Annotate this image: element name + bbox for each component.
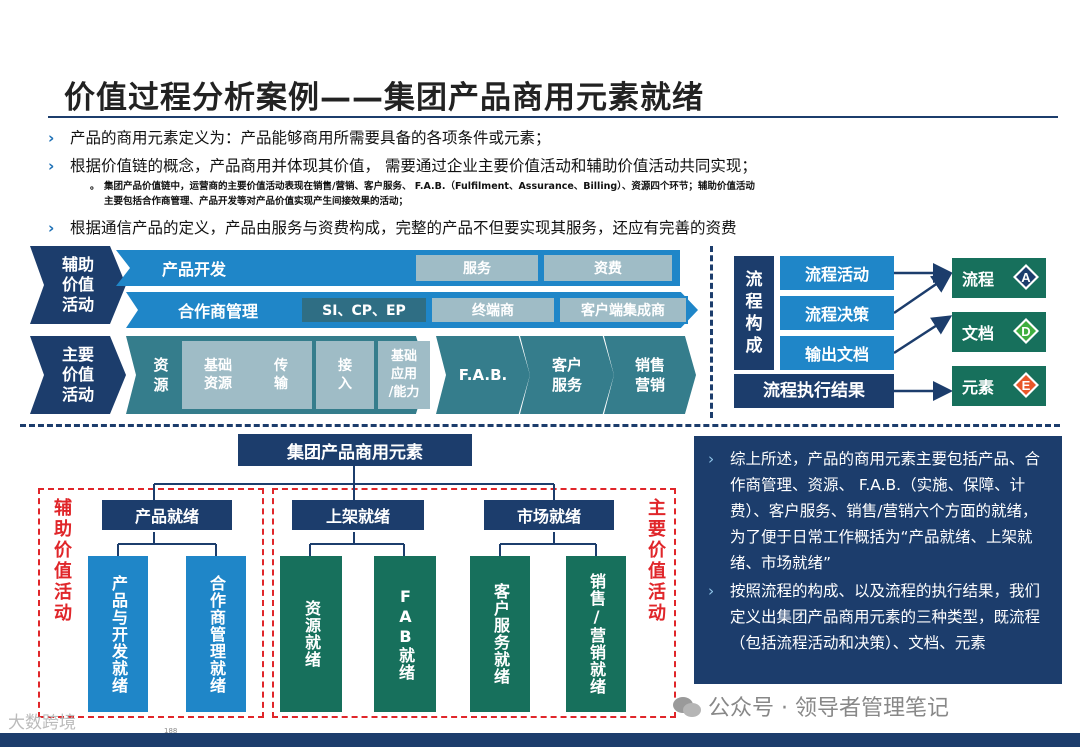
inner-access: 接 入 — [316, 341, 374, 409]
group-product-ready: 产品就绪 — [102, 500, 232, 530]
process-activity: 流程活动 — [780, 256, 894, 290]
col-customer-service-ready: 客户服务就绪 — [470, 556, 530, 712]
tree-connectors — [117, 464, 597, 556]
bullet-2: ›根据价值链的概念，产品商用并体现其价值， 需要通过企业主要价值活动和辅助价值活… — [48, 157, 757, 175]
resource-label: 资 源 — [153, 356, 169, 394]
main-activity-label: 主要 价值 活动 — [61, 345, 94, 404]
watermark-text: 公众号 · 领导者管理笔记 — [708, 696, 949, 721]
output-element: 元素 E — [952, 366, 1046, 406]
main-activity-frame — [272, 488, 676, 718]
col-product-dev-ready: 产品与开发就绪 — [88, 556, 148, 712]
aux-activity-label: 辅助 价值 活动 — [61, 255, 94, 314]
process-arrows — [894, 263, 953, 401]
tile-customer-service: 客户 服务 — [520, 336, 614, 414]
svg-text:E: E — [1022, 378, 1031, 393]
col-partner-mgmt-ready: 合作商管理就绪 — [186, 556, 246, 712]
svg-text:D: D — [1021, 324, 1030, 339]
bullet-marker: › — [48, 157, 55, 175]
bullet-marker: › — [48, 129, 55, 147]
aux-activity-frame — [38, 488, 264, 718]
main-label-shape — [30, 336, 126, 414]
inner-base-resource: 基础 资源 — [182, 341, 254, 409]
inner-base-app: 基础 应用 /能力 — [378, 341, 430, 409]
inner-transmission: 传 输 — [250, 341, 312, 409]
diamond-e-icon: E — [1013, 372, 1039, 398]
col-fab-ready: FAB就绪 — [374, 556, 436, 712]
logo-watermark: 大数跨境 — [8, 713, 76, 733]
summary-box: ›综上所述，产品的商用元素主要包括产品、合作商管理、资源、 F.A.B.（实施、… — [694, 436, 1062, 684]
cell-si-cp-ep: SI、CP、EP — [300, 296, 428, 324]
aux-activity-side-label: 辅助价值活动 — [51, 498, 72, 624]
tile-fab: F.A.B. — [436, 336, 530, 414]
page-number: 188 — [164, 727, 178, 735]
process-decision: 流程决策 — [780, 296, 894, 330]
bullet-3: ›根据通信产品的定义，产品由服务与资费构成，完整的产品不但要实现其服务，还应有完… — [48, 219, 737, 237]
cell-client-integrator: 客户端集成商 — [558, 296, 688, 324]
page-title: 价值过程分析案例——集团产品商用元素就绪 — [64, 80, 704, 116]
aux-label-shape — [30, 246, 126, 324]
bullet-1: ›产品的商用元素定义为：产品能够商用所需要具备的各项条件或元素； — [48, 129, 551, 147]
col-sales-marketing-ready: 销售/营销就绪 — [566, 556, 626, 712]
output-document: 输出文档 — [780, 336, 894, 370]
tile-sales-marketing: 销售 营销 — [604, 336, 696, 414]
vertical-divider — [710, 246, 713, 418]
summary-item-2: ›按照流程的构成、以及流程的执行结果，我们定义出集团产品商用元素的三种类型，既流… — [708, 582, 1041, 652]
sub-line-1: 。集团产品价值链中，运营商的主要价值活动表现在销售/营销、客户服务、 F.A.B… — [90, 181, 755, 192]
group-shelf-ready: 上架就绪 — [292, 500, 424, 530]
main-activity-side-label: 主要价值活动 — [645, 498, 666, 624]
summary-item-1: ›综上所述，产品的商用元素主要包括产品、合作商管理、资源、 F.A.B.（实施、… — [708, 450, 1041, 572]
process-result: 流程执行结果 — [734, 374, 894, 408]
wechat-icon — [673, 697, 701, 717]
sub-line-2: 主要包括合作商管理、产品开发等对产品价值实现产生间接效果的活动； — [104, 196, 409, 207]
tree-root: 集团产品商用元素 — [238, 434, 472, 466]
title-divider — [48, 116, 1058, 118]
output-document-type: 文档 D — [952, 312, 1046, 352]
process-composition-label: 流 程 构 成 — [734, 256, 774, 370]
svg-text:A: A — [1021, 270, 1031, 285]
diamond-d-icon: D — [1013, 318, 1039, 344]
footer-bar — [0, 733, 1080, 747]
bullet-marker: › — [48, 219, 55, 237]
group-market-ready: 市场就绪 — [484, 500, 614, 530]
horizontal-divider — [20, 424, 1060, 427]
cell-terminal: 终端商 — [430, 296, 556, 324]
cell-service: 服务 — [414, 253, 540, 283]
output-process: 流程 A — [952, 258, 1046, 298]
diamond-a-icon: A — [1013, 264, 1039, 290]
col-resource-ready: 资源就绪 — [280, 556, 342, 712]
cell-tariff: 资费 — [542, 253, 674, 283]
